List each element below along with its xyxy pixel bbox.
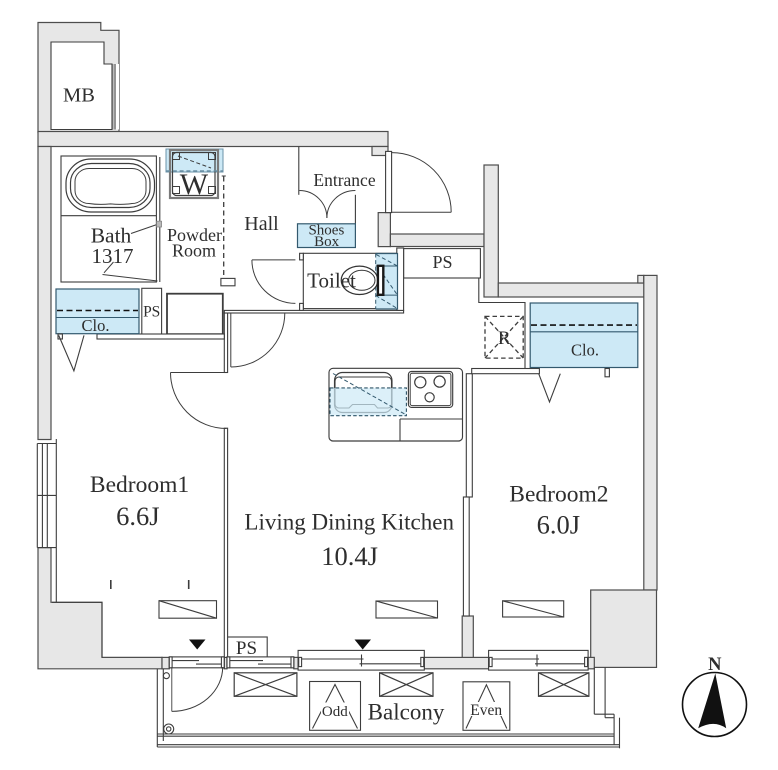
- svg-text:PS: PS: [236, 638, 257, 659]
- svg-text:Toilet: Toilet: [307, 268, 356, 292]
- svg-text:Odd: Odd: [322, 704, 348, 720]
- svg-text:Box: Box: [314, 234, 340, 250]
- svg-text:Even: Even: [470, 702, 502, 719]
- svg-text:PS: PS: [432, 252, 452, 272]
- svg-text:R: R: [498, 328, 511, 349]
- svg-text:Clo.: Clo.: [571, 341, 599, 360]
- svg-text:Room: Room: [172, 241, 216, 261]
- svg-text:Entrance: Entrance: [313, 170, 375, 190]
- svg-text:Bedroom2: Bedroom2: [509, 482, 608, 508]
- svg-text:PS: PS: [143, 304, 160, 321]
- svg-text:Clo.: Clo.: [82, 316, 110, 335]
- svg-text:Powder: Powder: [167, 225, 222, 245]
- svg-text:Bedroom1: Bedroom1: [90, 472, 189, 498]
- svg-text:Hall: Hall: [244, 213, 279, 235]
- svg-text:W: W: [180, 168, 209, 201]
- svg-text:Living Dining Kitchen: Living Dining Kitchen: [244, 510, 454, 535]
- svg-text:6.6J: 6.6J: [116, 501, 159, 531]
- svg-text:1317: 1317: [92, 244, 134, 268]
- svg-text:6.0J: 6.0J: [537, 510, 580, 540]
- svg-text:MB: MB: [63, 85, 95, 107]
- svg-text:Shoes: Shoes: [308, 222, 344, 238]
- svg-text:Bath: Bath: [91, 224, 132, 248]
- svg-text:N: N: [708, 655, 722, 675]
- svg-text:10.4J: 10.4J: [321, 541, 378, 571]
- svg-text:Balcony: Balcony: [368, 700, 445, 725]
